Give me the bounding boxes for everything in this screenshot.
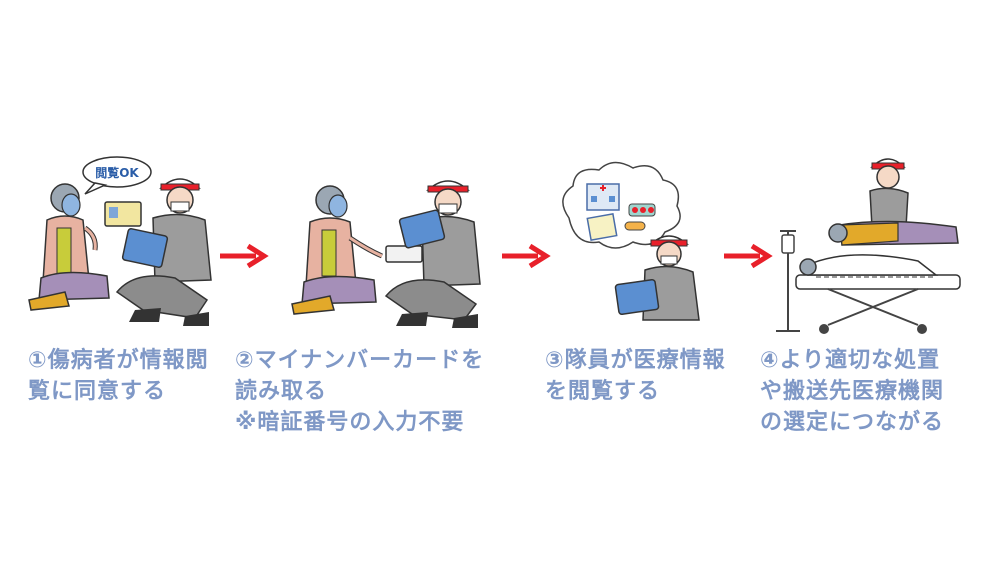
thought-cloud (562, 161, 681, 249)
caption-line: ①傷病者が情報閲 (28, 348, 209, 373)
cpr-scene (828, 158, 959, 246)
stretcher-icon (795, 254, 961, 334)
step-caption-2: ②マイナンバーカードを 読み取る ※暗証番号の入力不要 (235, 345, 484, 438)
tablet-icon (121, 227, 169, 269)
caption-line: ④より適切な処置 (760, 348, 941, 373)
patient-figure (291, 185, 383, 315)
tablet-icon (614, 279, 660, 315)
speech-bubble: 閲覧OK (82, 156, 152, 195)
arrow-icon (724, 243, 773, 269)
bubble-label: 閲覧OK (95, 165, 139, 180)
arrow-icon (220, 243, 269, 269)
scene-consent: 閲覧OK (28, 156, 212, 326)
scene-card-reading (291, 180, 481, 328)
scene-treatment (776, 158, 961, 334)
scene-viewing-info (562, 161, 700, 321)
step-caption-3: ③隊員が医療情報 を閲覧する (545, 345, 726, 407)
rescuer-figure (115, 178, 212, 326)
caption-line: ②マイナンバーカードを (235, 348, 485, 373)
iv-stand-icon (776, 230, 800, 332)
caption-line: 読み取る (235, 379, 328, 404)
patient-figure (28, 183, 110, 311)
caption-line: や搬送先医療機関 (760, 379, 945, 404)
caption-line: 覧に同意する (28, 379, 167, 404)
step-caption-1: ①傷病者が情報閲 覧に同意する (28, 345, 209, 407)
step-caption-4: ④より適切な処置 や搬送先医療機関 の選定につながる (760, 345, 944, 438)
tablet-icon (398, 209, 446, 249)
my-number-card-icon (385, 245, 423, 263)
caption-line: ③隊員が医療情報 (545, 348, 726, 373)
caption-line: の選定につながる (760, 410, 945, 435)
clipboard-icon (586, 213, 618, 241)
rescuer-figure (614, 235, 700, 321)
caption-line: ※暗証番号の入力不要 (235, 410, 465, 435)
arrow-icon (502, 243, 551, 269)
rescuer-figure (384, 180, 481, 328)
caption-line: を閲覧する (545, 379, 661, 404)
